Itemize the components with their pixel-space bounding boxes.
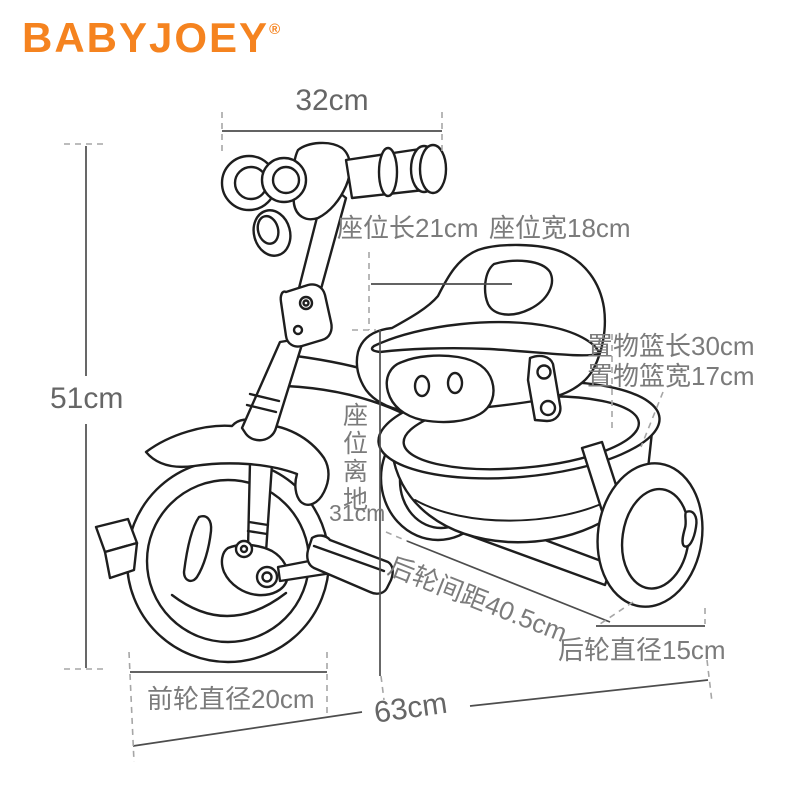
dimension-ticks — [64, 112, 713, 763]
front-fender — [144, 418, 330, 506]
basket-inner-curve — [414, 499, 611, 522]
footrest — [94, 517, 139, 580]
bell — [252, 209, 292, 257]
head-tube-lower — [240, 336, 306, 442]
basket-length-label: 置物篮长30cm — [587, 331, 755, 361]
front-wheel-diameter-label: 前轮直径20cm — [147, 684, 315, 714]
brand-logo: BABYJOEY® — [22, 14, 280, 62]
seat-height-value: 31cm — [329, 500, 386, 526]
seat-length-label: 座位长21cm — [337, 213, 479, 243]
fold-joint — [279, 283, 333, 348]
rear-wheel-diameter-label: 后轮直径15cm — [558, 635, 726, 665]
dim-line-63cm-left — [132, 711, 363, 747]
basket-width-label: 置物篮宽17cm — [587, 361, 755, 391]
tick-rear-dia-right-bottom — [706, 659, 713, 703]
right-grip — [344, 143, 448, 200]
seat-bracket — [385, 354, 562, 424]
tick-seat-height-ground — [380, 675, 385, 701]
dim-line-rear-spacing — [406, 540, 611, 623]
handlebar-width-label: 32cm — [295, 84, 369, 117]
seat-width-label: 座位宽18cm — [489, 213, 631, 243]
tick-basket-leader — [640, 391, 664, 448]
dim-line-63cm-right — [469, 679, 709, 707]
brand-logo-text: BABYJOEY — [22, 14, 270, 61]
front-wheel-slot — [182, 515, 213, 583]
left-grip — [220, 154, 308, 212]
backrest-hole — [483, 259, 554, 316]
rear-wheel-slot — [681, 510, 698, 548]
rear-wheel — [596, 462, 704, 608]
tick-front-dia-left — [128, 651, 135, 763]
handlebar-assembly — [220, 141, 448, 348]
seat-height-label: 座位离地 — [342, 402, 368, 514]
tick-rear-dia-left — [596, 601, 634, 627]
dimension-lines — [85, 130, 709, 747]
registered-trademark: ® — [269, 21, 281, 38]
tick-rear-spacing-ext — [385, 531, 408, 542]
tricycle-drawing — [94, 141, 704, 664]
overall-height-label: 51cm — [50, 382, 124, 415]
pedal-crank — [220, 534, 394, 597]
